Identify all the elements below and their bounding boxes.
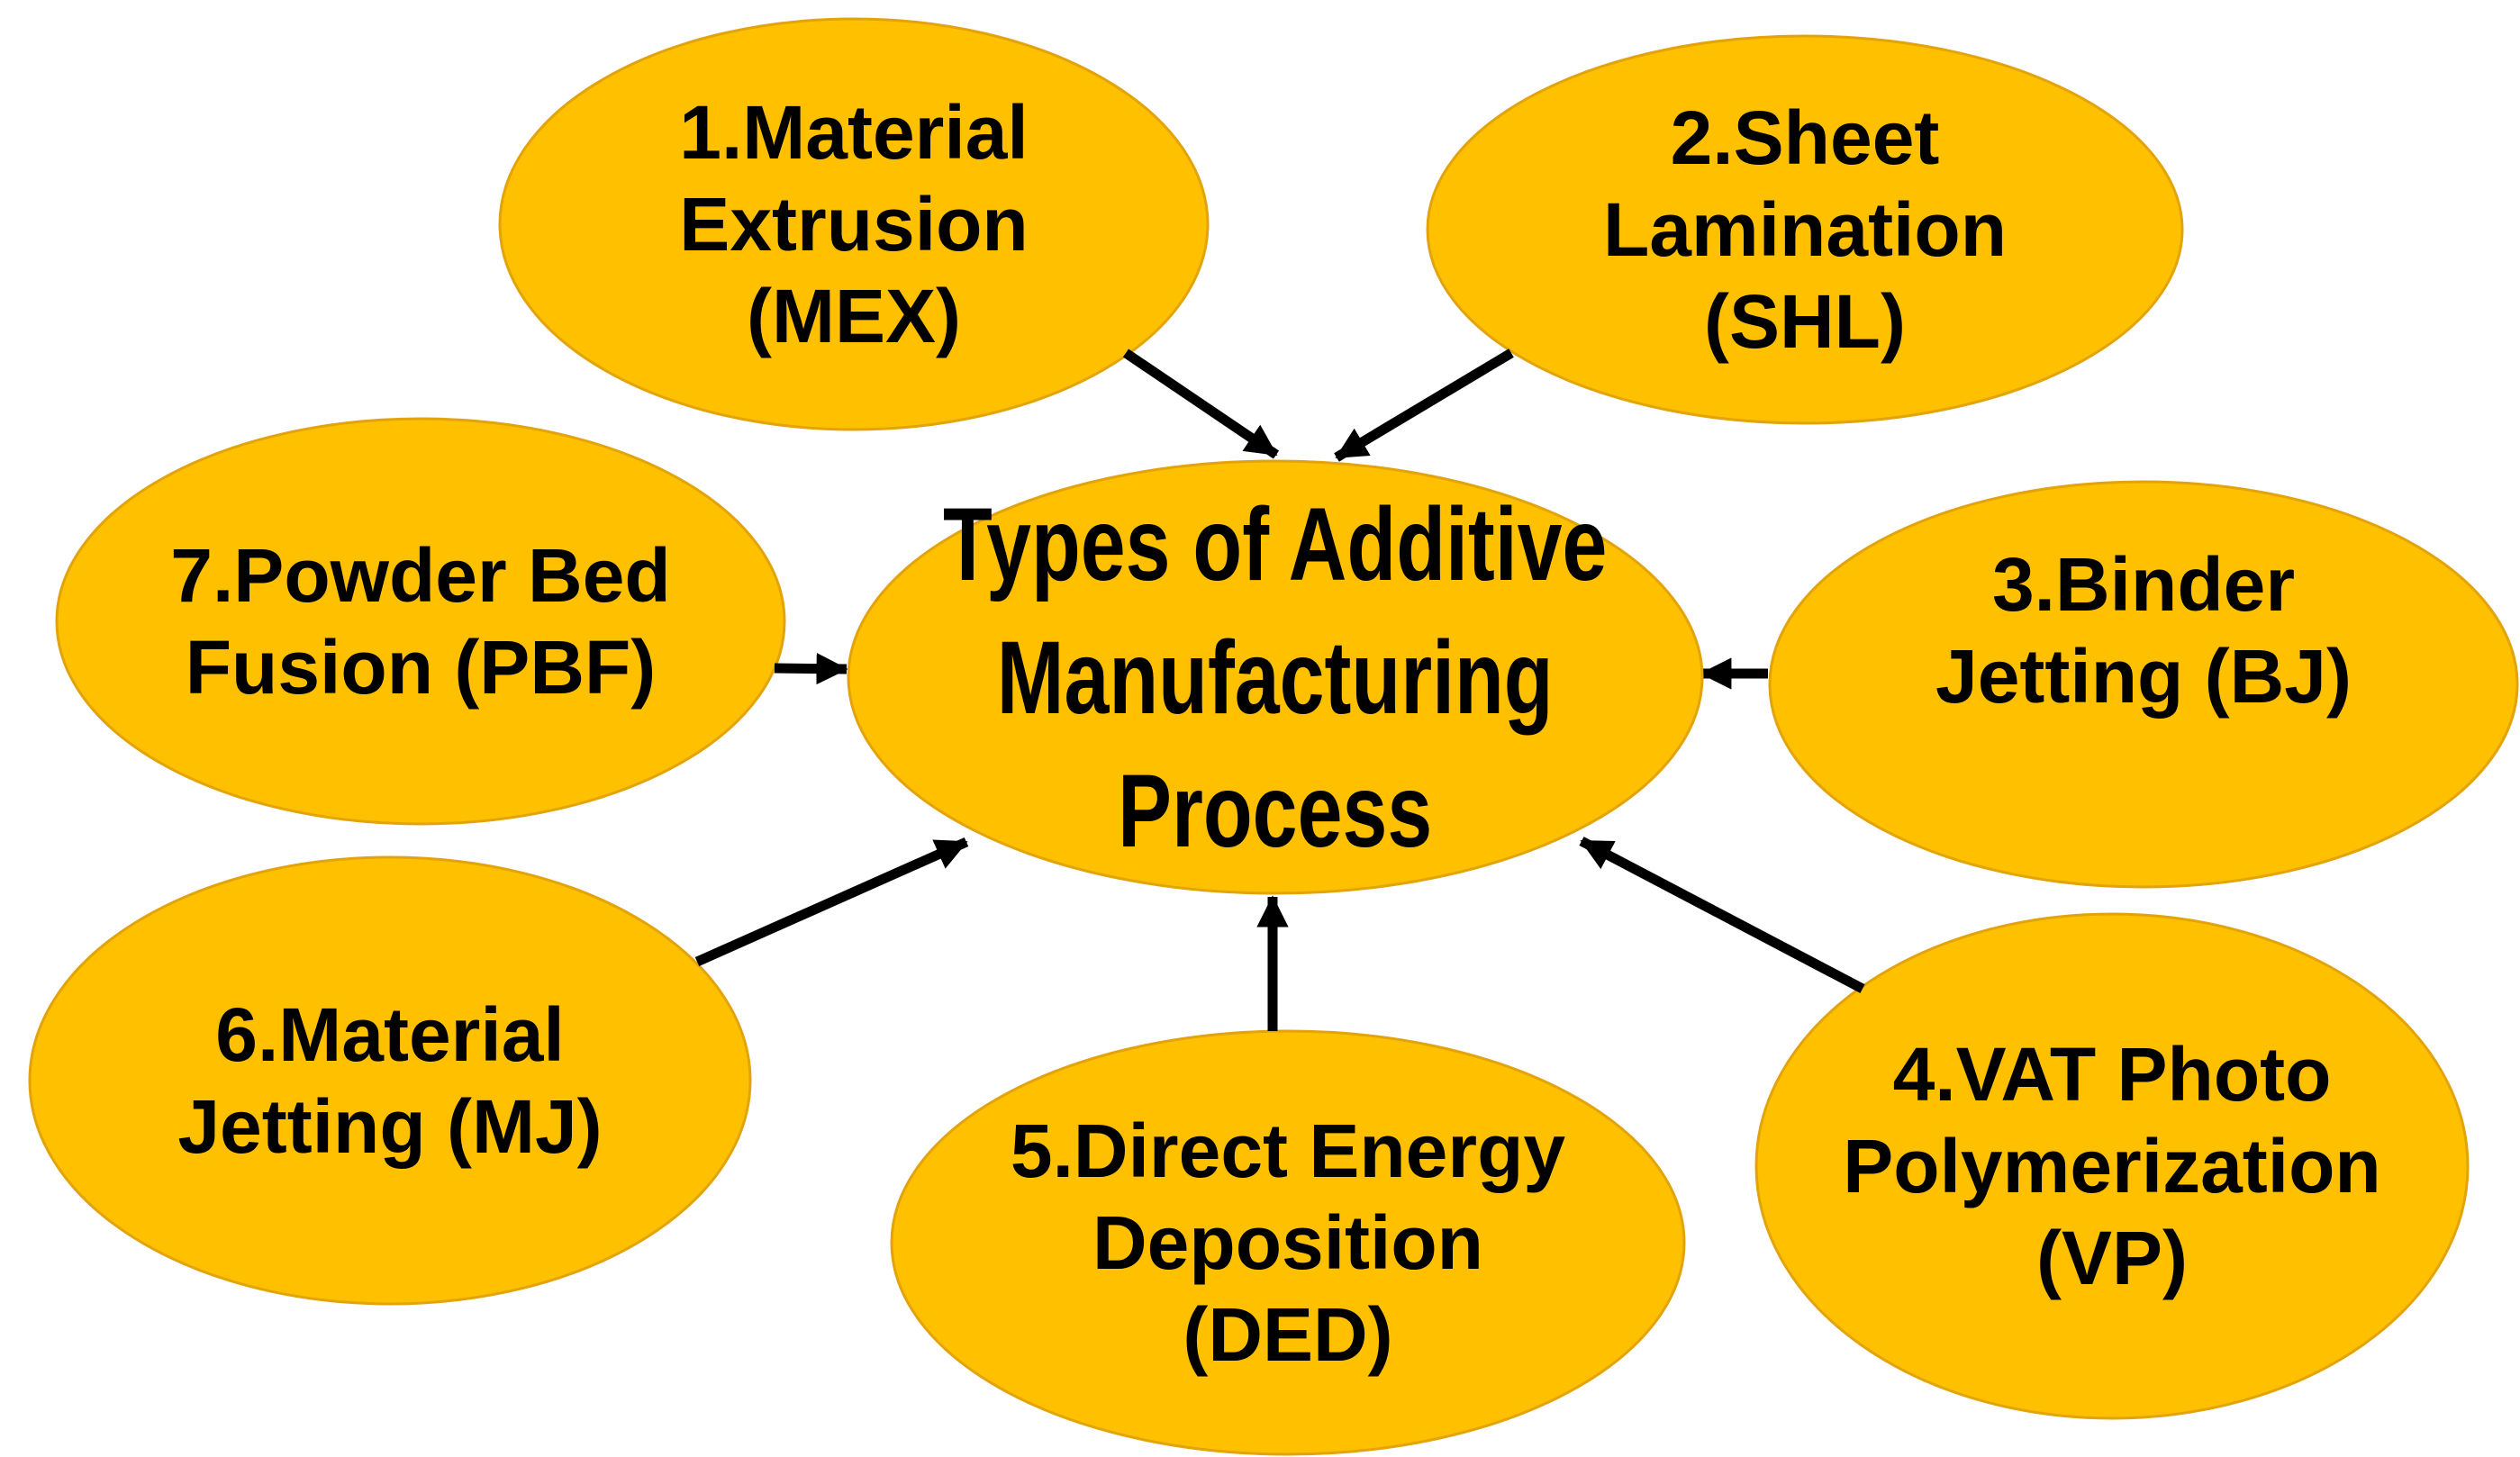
node-center-types-of-additive-manufacturing [847, 459, 1704, 895]
arrow-powder-bed-fusion-to-center [774, 652, 848, 685]
node-material-extrusion [498, 17, 1210, 431]
node-binder-jetting [1768, 480, 2519, 889]
node-powder-bed-fusion [55, 417, 786, 826]
arrow-sheet-lamination-to-center [1334, 348, 1514, 462]
node-sheet-lamination [1426, 34, 2184, 425]
arrow-material-jetting-to-center [694, 837, 969, 967]
node-direct-energy-deposition [890, 1029, 1686, 1456]
node-vat-photo-polymerization [1754, 912, 2470, 1420]
arrow-material-extrusion-to-center [1122, 348, 1280, 459]
arrow-vat-photo-polymerization-to-center [1579, 837, 1865, 993]
node-material-jetting [28, 855, 752, 1306]
